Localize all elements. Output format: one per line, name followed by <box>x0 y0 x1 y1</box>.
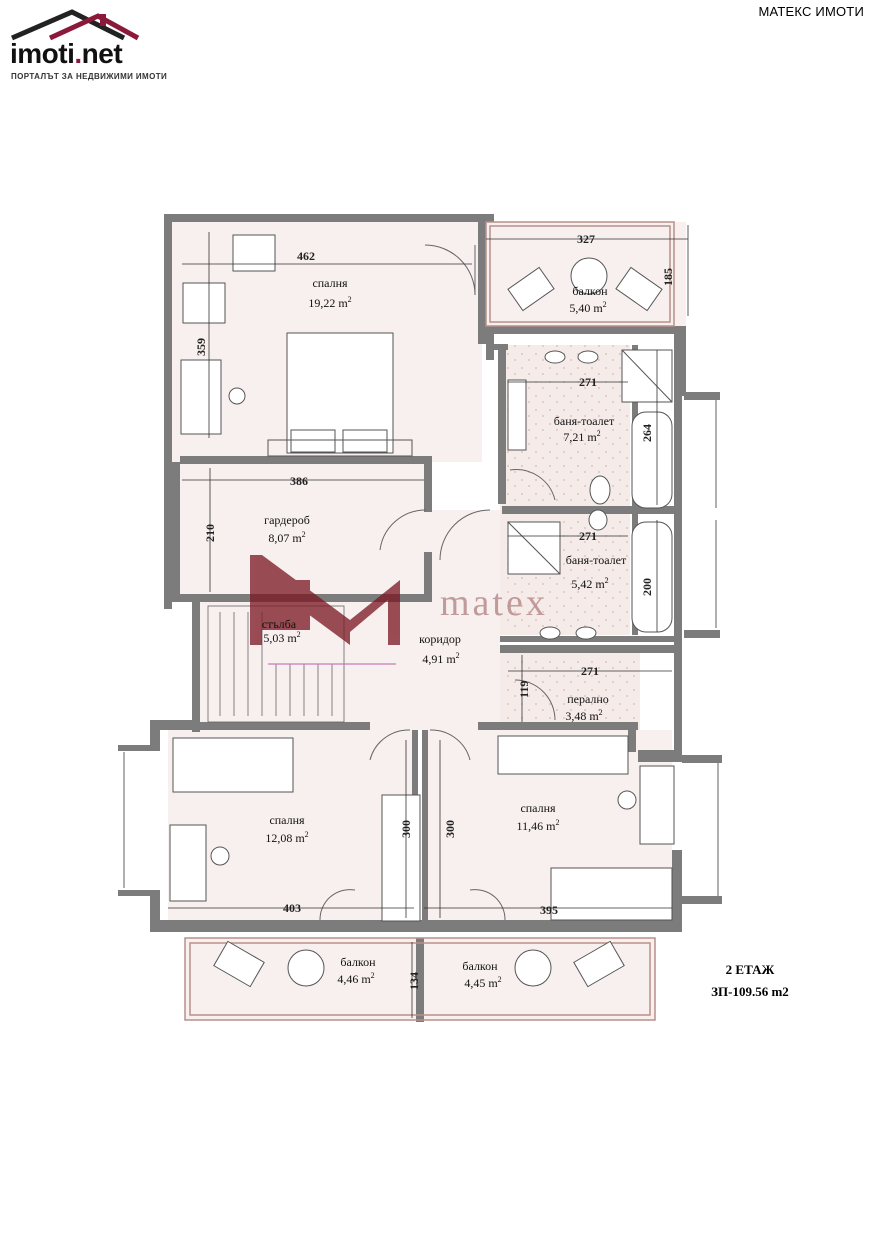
bathroom-fixtures <box>507 349 673 640</box>
dim-119: 119 <box>517 681 531 698</box>
area-superscript: 2 <box>348 295 352 304</box>
windows <box>123 217 719 896</box>
floor-area: ЗП-109.56 m2 <box>711 984 789 999</box>
area-superscript: 2 <box>555 818 559 827</box>
svg-text:4,91 m2: 4,91 m2 <box>422 651 459 666</box>
svg-text:3,48 m2: 3,48 m2 <box>565 708 602 723</box>
room-area: 8,07 m <box>268 531 302 545</box>
room-area: 19,22 m <box>308 296 348 310</box>
room-name: перално <box>567 692 609 706</box>
room-stairs: стълба 5,03 m2 <box>262 617 301 645</box>
svg-text:5,42 m2: 5,42 m2 <box>571 576 608 591</box>
room-name: коридор <box>419 632 461 646</box>
room-bedroom-1: спалня 19,22 m2 <box>308 276 351 310</box>
dim-264: 264 <box>640 424 654 442</box>
dim-134: 134 <box>407 972 421 990</box>
svg-text:7,21 m2: 7,21 m2 <box>563 429 600 444</box>
dim-271-b: 271 <box>579 529 597 543</box>
room-balcony-left: балкон 4,46 m2 <box>337 955 376 986</box>
desk-furniture <box>180 234 276 435</box>
room-area: 3,48 m <box>565 709 599 723</box>
room-name: спалня <box>312 276 348 290</box>
floor-label: 2 ЕТАЖ <box>725 962 775 977</box>
dim-210: 210 <box>203 524 217 542</box>
room-area: 7,21 m <box>563 430 597 444</box>
logo-tagline: ПОРТАЛЪТ ЗА НЕДВИЖИМИ ИМОТИ <box>11 72 168 81</box>
house-roof-icon <box>11 9 140 41</box>
svg-text:8,07 m2: 8,07 m2 <box>268 530 305 545</box>
room-labels: спалня 19,22 m2 балкон 5,40 m2 баня-тоал… <box>262 276 627 990</box>
room-balcony-top: балкон 5,40 m2 <box>569 284 608 315</box>
room-name: спалня <box>269 813 305 827</box>
logo-wordmark: imoti.net <box>10 38 123 69</box>
area-superscript: 2 <box>305 830 309 839</box>
room-corridor: коридор 4,91 m2 <box>419 632 461 666</box>
dim-200: 200 <box>640 578 654 596</box>
dim-185: 185 <box>661 268 675 286</box>
room-area: 4,45 m <box>464 976 498 990</box>
room-area: 5,03 m <box>263 631 297 645</box>
bed-double <box>267 332 413 457</box>
room-name: гардероб <box>264 513 310 527</box>
svg-text:4,45 m2: 4,45 m2 <box>464 975 501 990</box>
room-bathroom-2: баня-тоалет 5,42 m2 <box>566 553 627 591</box>
dim-462: 462 <box>297 249 315 263</box>
area-superscript: 2 <box>599 708 603 717</box>
room-area: 11,46 m <box>517 819 557 833</box>
bedroom-furniture <box>169 735 675 922</box>
dim-359: 359 <box>194 338 208 356</box>
svg-text:12,08 m2: 12,08 m2 <box>265 830 308 845</box>
room-area: 5,40 m <box>569 301 603 315</box>
balcony-outlines <box>184 221 675 1021</box>
matex-watermark: matex <box>250 555 548 645</box>
room-area: 5,42 m <box>571 577 605 591</box>
room-area: 4,46 m <box>337 972 371 986</box>
room-name: балкон <box>572 284 608 298</box>
agency-name: МАТЕКС ИМОТИ <box>758 4 864 19</box>
dim-395: 395 <box>540 903 558 917</box>
dim-386: 386 <box>290 474 308 488</box>
svg-text:4,46 m2: 4,46 m2 <box>337 971 374 986</box>
balcony-furniture <box>213 257 663 988</box>
svg-text:5,03 m2: 5,03 m2 <box>263 630 300 645</box>
area-superscript: 2 <box>597 429 601 438</box>
room-area: 12,08 m <box>265 831 305 845</box>
dimension-labels: 462 327 185 359 271 264 386 210 271 200 … <box>194 232 675 990</box>
room-name: балкон <box>462 959 498 973</box>
room-bedroom-2: спалня 12,08 m2 <box>265 813 308 845</box>
area-superscript: 2 <box>371 971 375 980</box>
room-area: 4,91 m <box>422 652 456 666</box>
room-name: баня-тоалет <box>566 553 627 567</box>
dim-403: 403 <box>283 901 301 915</box>
area-superscript: 2 <box>498 975 502 984</box>
room-name: стълба <box>262 617 297 631</box>
room-name: баня-тоалет <box>554 414 615 428</box>
area-superscript: 2 <box>605 576 609 585</box>
dim-271-a: 271 <box>579 375 597 389</box>
dim-271-c: 271 <box>581 664 599 678</box>
dimension-lines <box>168 225 689 1018</box>
room-laundry: перално 3,48 m2 <box>565 692 608 723</box>
imoti-logo: imoti.net ПОРТАЛЪТ ЗА НЕДВИЖИМИ ИМОТИ <box>8 8 168 84</box>
area-superscript: 2 <box>603 300 607 309</box>
dim-327: 327 <box>577 232 595 246</box>
room-wardrobe: гардероб 8,07 m2 <box>264 513 310 545</box>
area-superscript: 2 <box>297 630 301 639</box>
room-name: балкон <box>340 955 376 969</box>
watermark-text: matex <box>440 582 548 624</box>
dim-300-b: 300 <box>443 820 457 838</box>
area-superscript: 2 <box>456 651 460 660</box>
area-superscript: 2 <box>302 530 306 539</box>
svg-text:5,40 m2: 5,40 m2 <box>569 300 606 315</box>
dim-300-a: 300 <box>399 820 413 838</box>
room-bathroom-1: баня-тоалет 7,21 m2 <box>554 414 615 444</box>
room-name: спалня <box>520 801 556 815</box>
svg-text:11,46 m2: 11,46 m2 <box>517 818 560 833</box>
room-bedroom-3: спалня 11,46 m2 <box>517 801 560 833</box>
doors <box>319 244 556 921</box>
svg-text:19,22 m2: 19,22 m2 <box>308 295 351 310</box>
room-balcony-right: балкон 4,45 m2 <box>462 959 501 990</box>
